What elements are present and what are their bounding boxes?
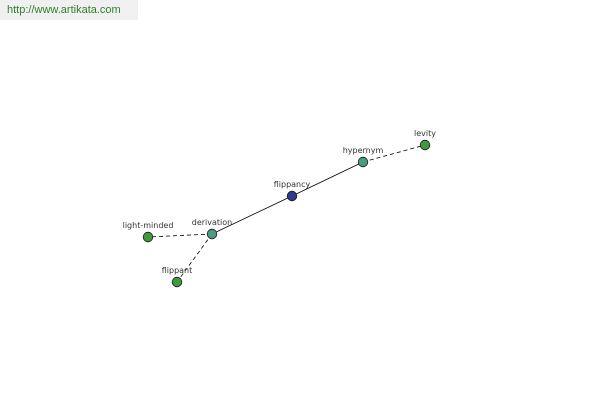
node-dot-hypernym[interactable] xyxy=(357,156,369,168)
node-levity[interactable]: levity xyxy=(414,129,436,151)
node-label-light-minded: light-minded xyxy=(123,221,174,230)
node-flippancy[interactable]: flippancy xyxy=(274,180,311,202)
node-dot-flippant[interactable] xyxy=(171,276,183,288)
node-hypernym[interactable]: hypernym xyxy=(343,146,384,168)
node-label-flippancy: flippancy xyxy=(274,180,311,189)
node-dot-levity[interactable] xyxy=(419,139,431,151)
node-label-flippant: flippant xyxy=(162,266,193,275)
node-flippant[interactable]: flippant xyxy=(162,266,193,288)
edge-hypernym-levity xyxy=(362,144,426,163)
node-label-derivation: derivation xyxy=(192,218,232,227)
node-dot-light-minded[interactable] xyxy=(142,231,154,243)
node-light-minded[interactable]: light-minded xyxy=(123,221,174,243)
edge-derivation-flippant xyxy=(176,233,213,283)
node-derivation[interactable]: derivation xyxy=(192,218,232,240)
site-url[interactable]: http://www.artikata.com xyxy=(0,0,138,20)
node-dot-flippancy[interactable] xyxy=(286,190,298,202)
nodes-layer: flippancy hypernym levity derivation light-m… xyxy=(123,129,436,288)
node-label-levity: levity xyxy=(414,129,436,138)
edge-derivation-light-minded xyxy=(147,233,213,238)
edge-flippancy-derivation xyxy=(211,195,293,235)
node-label-hypernym: hypernym xyxy=(343,146,384,155)
edges-layer xyxy=(147,144,426,283)
node-dot-derivation[interactable] xyxy=(206,228,218,240)
edge-flippancy-hypernym xyxy=(291,161,364,197)
